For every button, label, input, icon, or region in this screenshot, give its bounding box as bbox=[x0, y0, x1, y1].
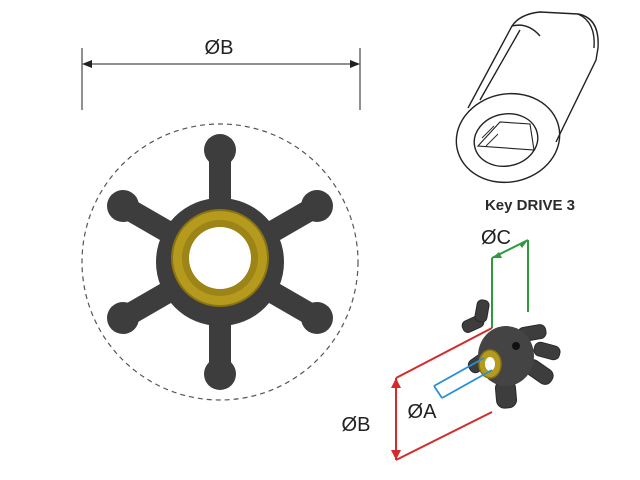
outer-dimension-b bbox=[395, 327, 493, 461]
iso-bore bbox=[485, 357, 495, 371]
width-dimension-label: ØC bbox=[481, 227, 511, 249]
impeller-vane-tip bbox=[204, 358, 236, 390]
front-view: ØB bbox=[81, 37, 361, 401]
top-dimension-b: ØB bbox=[81, 37, 361, 110]
key-drive-sketch bbox=[455, 11, 599, 184]
impeller-vane-tip bbox=[300, 302, 333, 334]
top-dimension-label: ØB bbox=[205, 37, 234, 59]
impeller-vane-tip bbox=[204, 134, 236, 166]
outer-dimension-label: ØB bbox=[342, 414, 371, 436]
outer-envelope-circle bbox=[81, 123, 359, 401]
width-dimension-c bbox=[491, 239, 529, 328]
iso-view: ØC ØB bbox=[342, 227, 561, 461]
shaft-bore bbox=[189, 227, 251, 289]
iso-key-hole bbox=[512, 342, 520, 350]
impeller-vane-tip bbox=[300, 190, 333, 222]
iso-vanes bbox=[461, 299, 561, 409]
key-drive-caption: Key DRIVE 3 bbox=[485, 197, 575, 214]
shaft-dimension-a bbox=[433, 357, 493, 399]
impeller-iso bbox=[461, 299, 561, 409]
impeller-vane-tip bbox=[107, 302, 140, 334]
impeller-vane-tip bbox=[107, 190, 140, 222]
key-drive-panel: Key DRIVE 3 bbox=[455, 11, 599, 214]
shaft-dimension-label: ØA bbox=[408, 401, 438, 423]
